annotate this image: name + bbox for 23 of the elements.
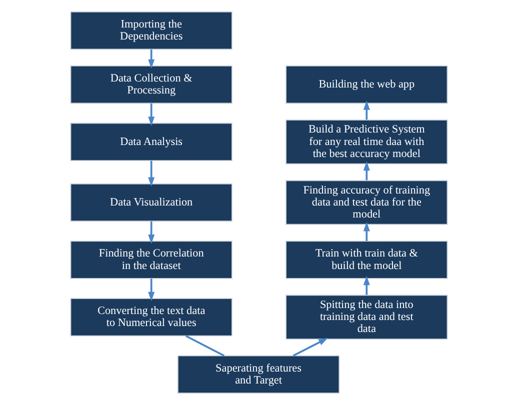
node-box: Data Collection & Processing [70, 66, 232, 104]
node-box: Train with train data & build the model [286, 240, 448, 279]
arrow [363, 276, 370, 295]
node-box: Finding accuracy of training data and test data for the model [286, 180, 448, 225]
arrow [148, 49, 155, 69]
arrow [148, 278, 155, 302]
node-box: Data Analysis [70, 122, 232, 162]
node-box: Spitting the data into training data and test data [286, 294, 448, 340]
node-box: Building the web app [286, 66, 448, 104]
arrow [292, 338, 328, 357]
arrow [363, 100, 370, 120]
connector [185, 335, 225, 357]
node-box: Finding the Correlation in the dataset [70, 240, 232, 279]
node-box: Importing the Dependencies [70, 11, 232, 50]
node-box: Build a Predictive System for any real time daa with the best accuracy model [286, 120, 448, 164]
arrow [148, 103, 155, 126]
node-box: Saperating features and Target [177, 355, 340, 394]
arrow [363, 161, 370, 180]
arrow [363, 222, 370, 241]
arrow [148, 221, 155, 244]
node-box: Converting the text data to Numerical values [70, 298, 232, 336]
node-box: Data Visualization [70, 183, 232, 222]
arrow [148, 160, 155, 187]
